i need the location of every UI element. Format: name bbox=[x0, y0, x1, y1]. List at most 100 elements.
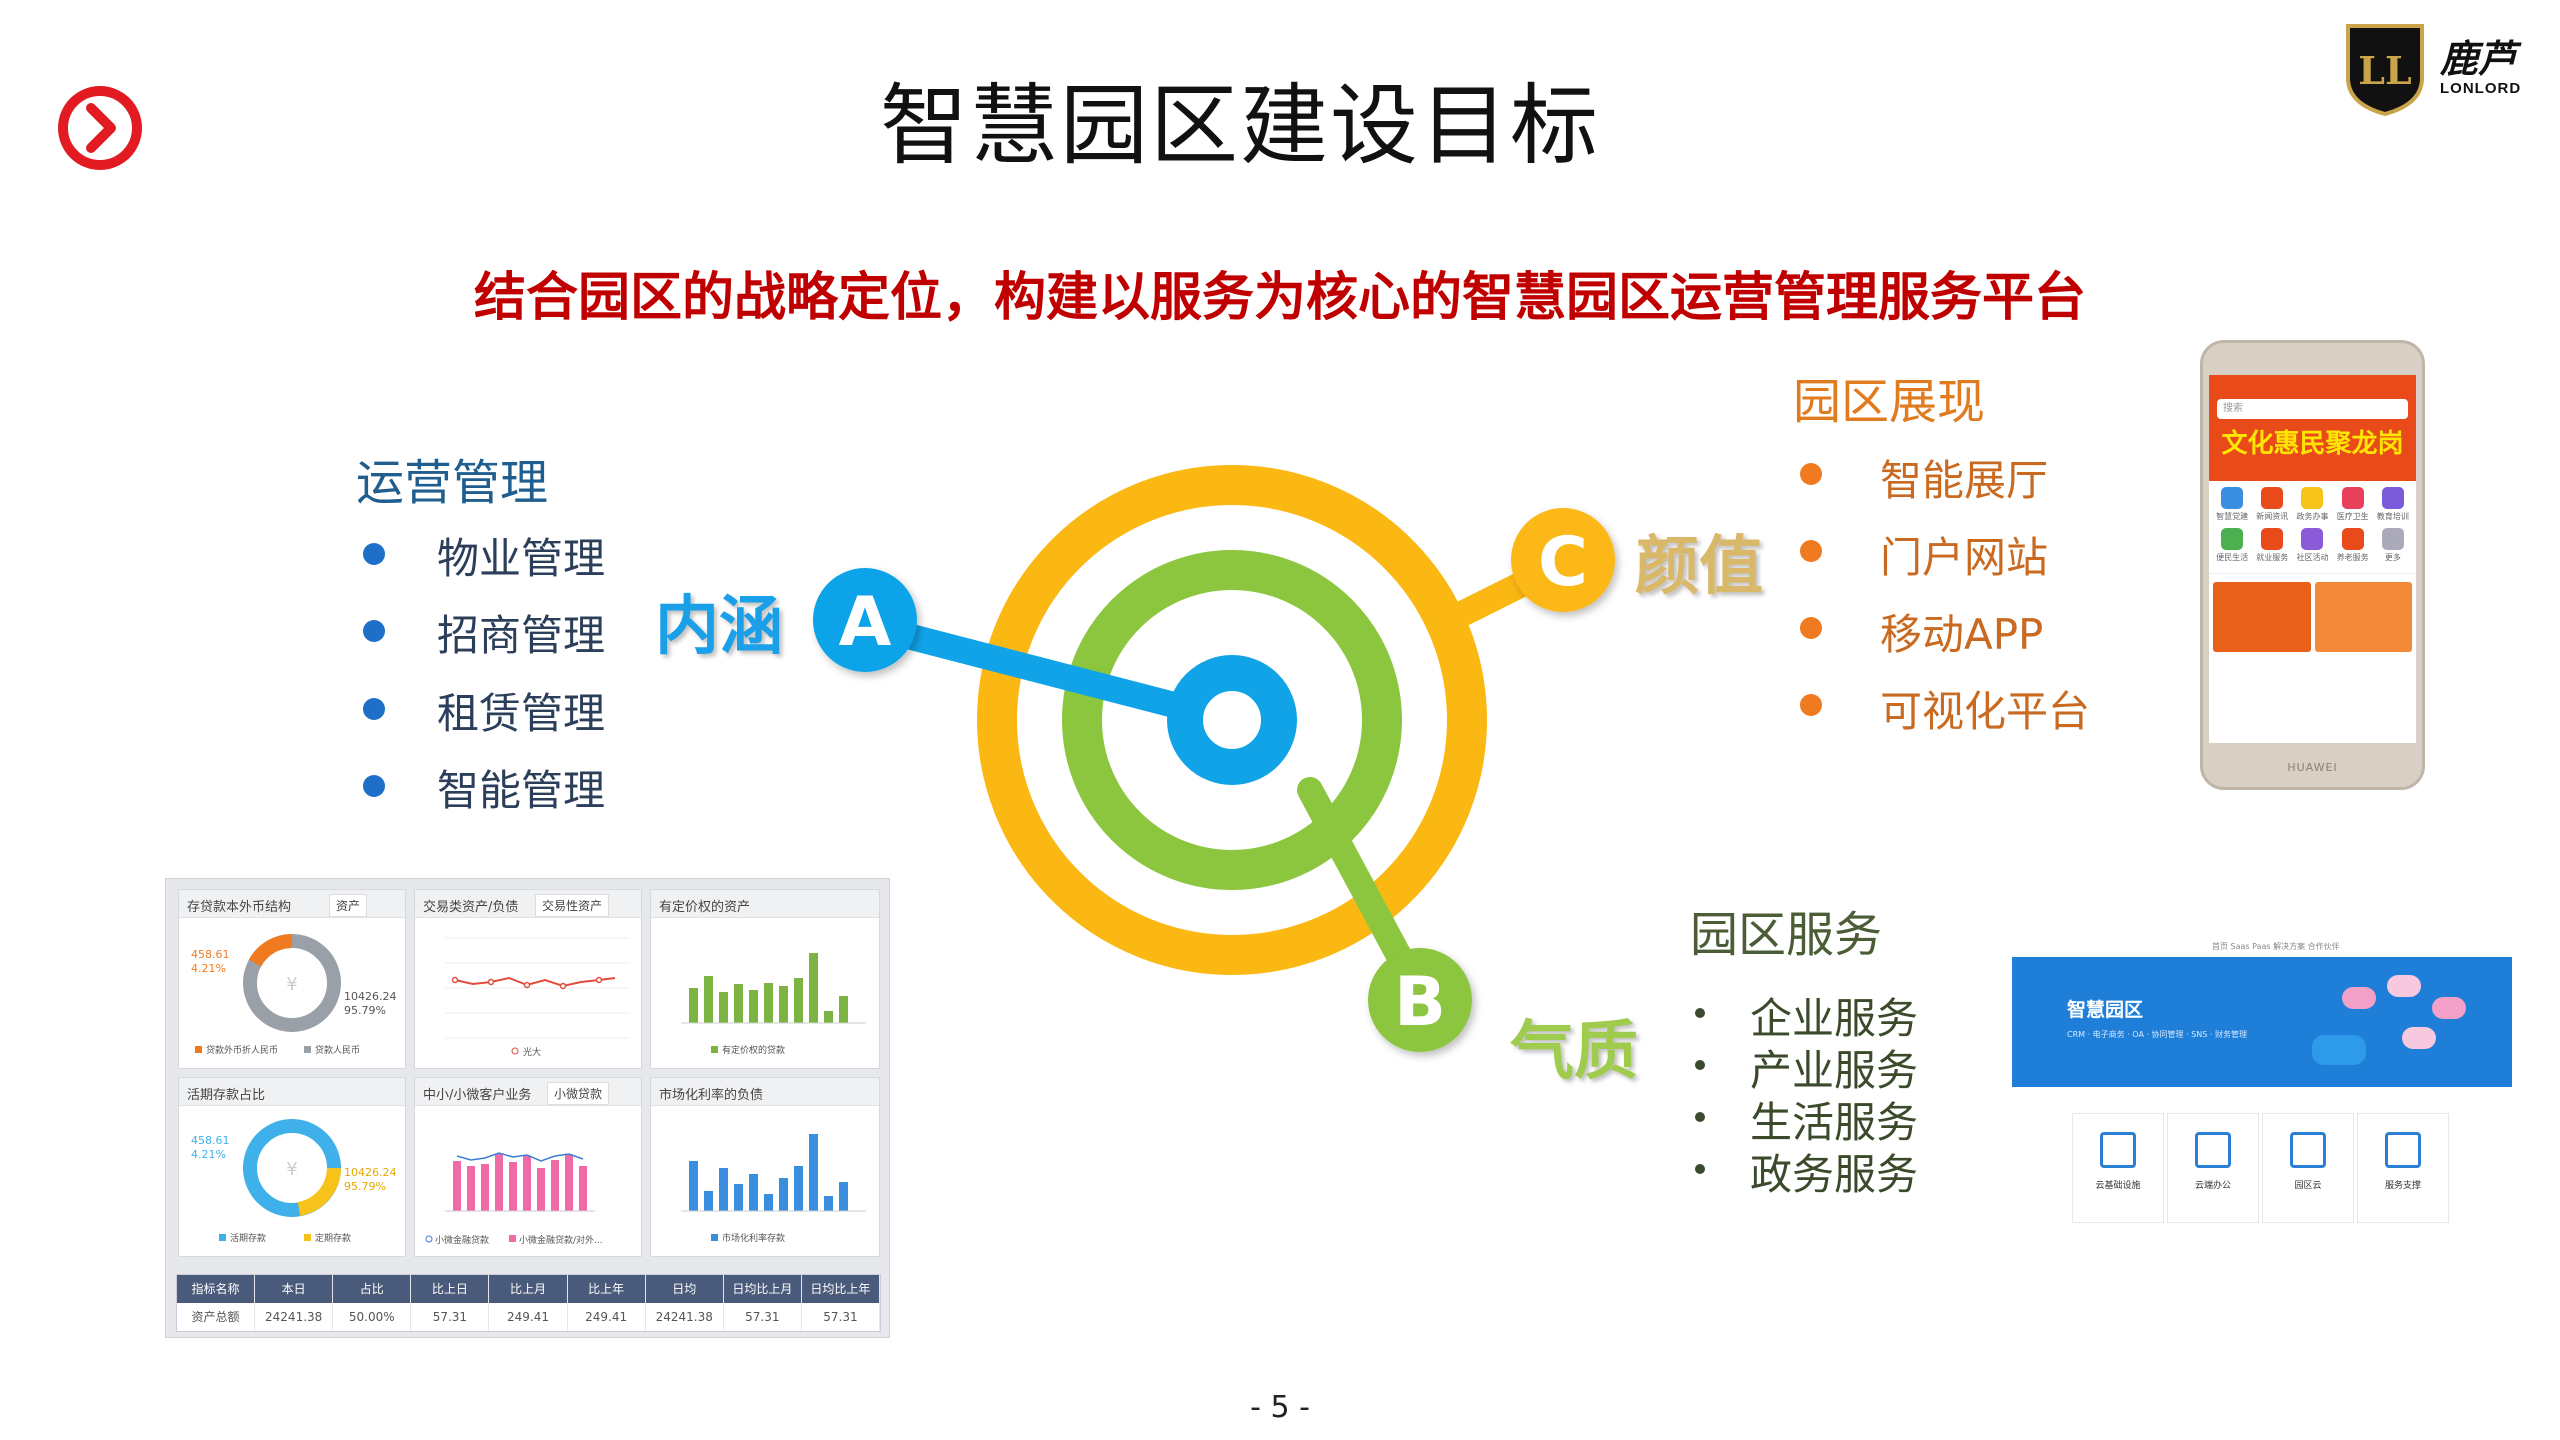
label-neihan: 内涵 bbox=[655, 590, 783, 664]
dashboard-panel: 中小/小微客户业务 小微贷款 小微金融贷款 小微金融贷款/对外... bbox=[414, 1077, 642, 1257]
bullet-dot-icon bbox=[1695, 1164, 1705, 1174]
bullet-dot-icon bbox=[363, 543, 385, 565]
svg-text:458.61: 458.61 bbox=[191, 948, 230, 961]
web-service-card: 云基础设施 bbox=[2072, 1113, 2164, 1223]
dashboard-table: 指标名称 本日 占比 比上日 比上月 比上年 日均 日均比上月 日均比上年 资产… bbox=[176, 1274, 881, 1332]
svg-text:小微金融贷款/对外...: 小微金融贷款/对外... bbox=[519, 1234, 603, 1246]
app-tile-icon bbox=[2221, 528, 2244, 550]
ops-item: 租赁管理 bbox=[437, 689, 606, 738]
svg-text:小微金融贷款: 小微金融贷款 bbox=[435, 1234, 489, 1246]
svg-text:A: A bbox=[839, 583, 892, 662]
svg-text:贷款人民币: 贷款人民币 bbox=[315, 1044, 360, 1056]
app-tile-icon bbox=[2301, 487, 2324, 509]
bullet-dot-icon bbox=[1695, 1008, 1705, 1018]
brand-subname: LONLORD bbox=[2440, 80, 2522, 97]
panel-select[interactable]: 小微贷款 bbox=[547, 1082, 610, 1105]
svg-text:95.79%: 95.79% bbox=[344, 1004, 386, 1017]
app-tile-label: 就业服务 bbox=[2256, 553, 2289, 562]
bullet-dot-icon bbox=[1695, 1112, 1705, 1122]
chevron-circle-logo-icon bbox=[58, 86, 142, 170]
service-item: 企业服务 bbox=[1750, 994, 1919, 1043]
center-dot bbox=[1210, 698, 1254, 742]
brand-name: 鹿芦 bbox=[2440, 36, 2517, 81]
app-tile-icon bbox=[2261, 487, 2284, 509]
ops-item: 智能管理 bbox=[437, 766, 606, 815]
app-tile-label: 新闻资讯 bbox=[2256, 512, 2289, 521]
web-nav: 首页 Saas Paas 解决方案 合作伙伴 bbox=[2212, 942, 2340, 951]
donut-chart: ¥ 458.61 4.21% 10426.24 95.79% 贷款外币折人民币 … bbox=[191, 933, 397, 1056]
table-header-cell: 比上年 bbox=[568, 1275, 646, 1303]
web-hero-subtitle: CRM · 电子商务 · OA · 协同管理 · SNS · 财务管理 bbox=[2067, 1030, 2247, 1039]
panel-title: 交易类资产/负债 bbox=[423, 900, 519, 915]
svg-text:定期存款: 定期存款 bbox=[315, 1232, 351, 1244]
panel-title: 市场化利率的负债 bbox=[659, 1088, 764, 1103]
web-card-label: 云基础设施 bbox=[2095, 1181, 2141, 1191]
panel-select[interactable]: 交易性资产 bbox=[535, 894, 610, 917]
web-card-label: 服务支撑 bbox=[2384, 1181, 2421, 1191]
app-tile-label: 智慧党建 bbox=[2216, 512, 2249, 521]
table-header-cell: 比上月 bbox=[489, 1275, 568, 1303]
svg-text:贷款外币折人民币: 贷款外币折人民币 bbox=[206, 1044, 278, 1056]
phone-app-screenshot: 搜索 文化惠民聚龙岗 智慧党建 新闻资讯 政务办事 医疗卫生 教育培训 便民生活… bbox=[2200, 340, 2425, 790]
app-tile-icon bbox=[2341, 487, 2364, 509]
cloud-icon bbox=[2402, 1027, 2436, 1049]
app-tile-icon bbox=[2381, 528, 2404, 550]
building-icon bbox=[2290, 1132, 2326, 1168]
table-header-cell: 日均比上年 bbox=[802, 1275, 880, 1303]
panel-title: 存贷款本外币结构 bbox=[187, 900, 292, 915]
web-portal-screenshot: 首页 Saas Paas 解决方案 合作伙伴 智慧园区 CRM · 电子商务 ·… bbox=[2012, 935, 2512, 1245]
web-service-card: 服务支撑 bbox=[2357, 1113, 2449, 1223]
panel-title: 中小/小微客户业务 bbox=[423, 1088, 532, 1103]
app-tile-label: 政务办事 bbox=[2296, 512, 2329, 521]
label-qizhi: 气质 bbox=[1510, 1015, 1638, 1089]
panel-select[interactable]: 资产 bbox=[329, 894, 368, 917]
phone-promo-row bbox=[2209, 578, 2416, 656]
panel-title: 有定价权的资产 bbox=[659, 900, 751, 915]
svg-text:LL: LL bbox=[2358, 48, 2411, 93]
dashboard-panel: 活期存款占比 ¥ 458.61 4.21% 10426.24 95.79% 活期… bbox=[178, 1077, 406, 1257]
line-chart: 光大 bbox=[445, 937, 630, 1058]
phone-status-bar bbox=[2209, 375, 2416, 395]
table-cell: 57.31 bbox=[411, 1303, 490, 1331]
donut-chart: ¥ 458.61 4.21% 10426.24 95.79% 活期存款 定期存款 bbox=[191, 1119, 397, 1244]
phone-icon-grid: 智慧党建 新闻资讯 政务办事 医疗卫生 教育培训 便民生活 就业服务 社区活动 … bbox=[2209, 481, 2416, 569]
cloud-icon bbox=[2432, 997, 2466, 1019]
table-header-cell: 本日 bbox=[255, 1275, 334, 1303]
svg-text:¥: ¥ bbox=[286, 1159, 297, 1180]
svg-text:4.21%: 4.21% bbox=[191, 1148, 226, 1161]
dashboard-panel: 存贷款本外币结构 资产 ¥ 458.61 4.21% 10426.24 95.7… bbox=[178, 889, 406, 1069]
svg-text:B: B bbox=[1394, 963, 1446, 1042]
promo-card bbox=[2213, 582, 2311, 652]
table-header-cell: 日均比上月 bbox=[724, 1275, 802, 1303]
table-cell: 资产总额 bbox=[177, 1303, 256, 1331]
showcase-item: 智能展厅 bbox=[1880, 456, 2049, 505]
page-number: - 5 - bbox=[1250, 1390, 1310, 1425]
cloud-icon bbox=[2312, 1035, 2366, 1065]
app-tile-label: 教育培训 bbox=[2376, 512, 2409, 521]
dashboard-panel: 交易类资产/负债 交易性资产 光大 bbox=[414, 889, 642, 1069]
svg-text:95.79%: 95.79% bbox=[344, 1180, 386, 1193]
bullet-dot-icon bbox=[1800, 463, 1822, 485]
app-tile-icon bbox=[2301, 528, 2324, 550]
phone-search-input: 搜索 bbox=[2217, 399, 2408, 419]
svg-text:有定价权的贷款: 有定价权的贷款 bbox=[722, 1044, 785, 1056]
handshake-icon bbox=[2385, 1132, 2421, 1168]
web-hero: 智慧园区 CRM · 电子商务 · OA · 协同管理 · SNS · 财务管理 bbox=[2012, 957, 2512, 1087]
phone-brand: HUAWEI bbox=[2287, 761, 2338, 774]
svg-text:10426.24: 10426.24 bbox=[344, 1166, 397, 1179]
table-cell: 249.41 bbox=[489, 1303, 568, 1331]
label-yanzhi: 颜值 bbox=[1635, 530, 1763, 604]
table-header-cell: 日均 bbox=[646, 1275, 724, 1303]
services-heading: 园区服务 bbox=[1690, 907, 1883, 963]
cloud-icon bbox=[2342, 987, 2376, 1009]
phone-search-bar: 搜索 bbox=[2209, 395, 2416, 423]
web-service-card: 云端办公 bbox=[2167, 1113, 2259, 1223]
table-cell: 50.00% bbox=[333, 1303, 412, 1331]
promo-card bbox=[2314, 582, 2412, 652]
web-card-label: 园区云 bbox=[2294, 1181, 2322, 1191]
svg-text:活期存款: 活期存款 bbox=[230, 1232, 266, 1244]
middle-ring bbox=[1062, 550, 1402, 890]
svg-text:10426.24: 10426.24 bbox=[344, 990, 397, 1003]
svg-text:4.21%: 4.21% bbox=[191, 962, 226, 975]
dashboard-panel: 市场化利率的负债 市场化利率存款 bbox=[650, 1077, 880, 1257]
